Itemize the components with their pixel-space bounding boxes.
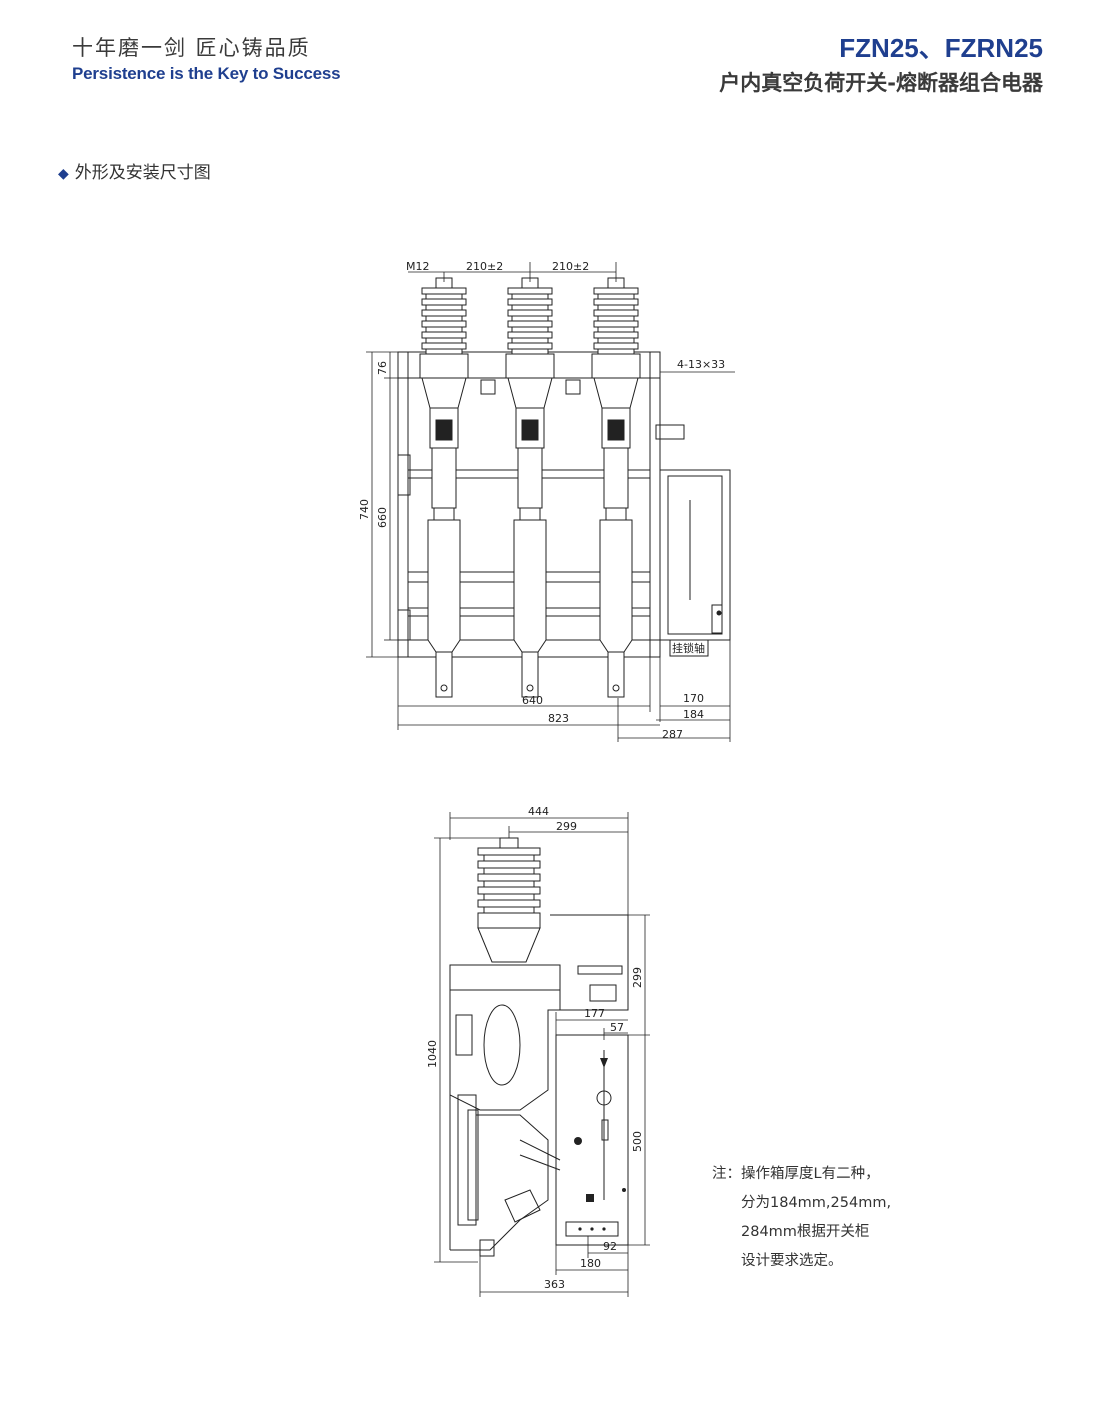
dim-363: 363 <box>544 1278 565 1291</box>
model-number: FZN25、FZRN25 <box>839 33 1043 63</box>
dim-444: 444 <box>528 805 549 818</box>
note-line-1: 注：操作箱厚度L有二种， <box>712 1166 880 1182</box>
dim-299-vertical: 299 <box>631 967 644 988</box>
dim-1040: 1040 <box>426 1040 439 1068</box>
dim-57: 57 <box>610 1021 624 1034</box>
lock-shaft-label: 挂锁轴 <box>672 641 705 655</box>
pole-1 <box>419 277 469 698</box>
section-title: 外形及安装尺寸图 <box>74 163 211 183</box>
dim-180: 180 <box>580 1257 601 1270</box>
slogan-cn: 十年磨一剑 匠心铸品质 <box>72 36 311 60</box>
dim-500: 500 <box>631 1131 644 1152</box>
dim-pitch-1: 210±2 <box>466 260 503 273</box>
product-name: 户内真空负荷开关-熔断器组合电器 <box>719 71 1043 95</box>
side-dimension-labels: 444 299 299 1040 177 57 500 92 180 363 <box>426 805 644 1291</box>
dim-m12: M12 <box>406 260 430 273</box>
section-heading: ◆ 外形及安装尺寸图 <box>58 158 211 183</box>
side-view-drawing <box>449 837 629 1257</box>
header-product: FZN25、FZRN25 户内真空负荷开关-熔断器组合电器 <box>719 28 1043 97</box>
front-dimension-lines <box>366 262 735 742</box>
slogan-en: Persistence is the Key to Success <box>72 64 341 83</box>
note-line-3: 284mm根据开关柜 <box>741 1224 870 1240</box>
note-line-2: 分为184mm,254mm, <box>741 1195 892 1211</box>
dim-660: 660 <box>376 507 389 528</box>
pole-2 <box>505 277 555 698</box>
side-operating-box <box>555 1034 629 1246</box>
dim-640: 640 <box>522 694 543 707</box>
side-filled-details <box>574 1058 626 1231</box>
header-slogan: 十年磨一剑 匠心铸品质 Persistence is the Key to Su… <box>72 32 341 84</box>
dim-170: 170 <box>683 692 704 705</box>
front-poles <box>419 277 641 698</box>
side-housing <box>449 964 561 1111</box>
side-dimension-lines <box>434 812 650 1297</box>
dim-740: 740 <box>358 499 371 520</box>
dim-92: 92 <box>603 1240 617 1253</box>
dim-184: 184 <box>683 708 704 721</box>
dim-299-horizontal: 299 <box>556 820 577 833</box>
dim-287: 287 <box>662 728 683 741</box>
side-top-cover <box>550 914 629 1011</box>
note-line-4: 设计要求选定。 <box>741 1253 843 1269</box>
dim-823: 823 <box>548 712 569 725</box>
dim-pitch-2: 210±2 <box>552 260 589 273</box>
dim-holes: 4-13×33 <box>677 358 725 371</box>
note-text: 注：操作箱厚度L有二种， 分为184mm,254mm, 284mm根据开关柜 设… <box>712 1160 891 1276</box>
side-insulator <box>477 837 541 963</box>
pole-3 <box>591 277 641 698</box>
front-dimension-labels: M12 210±2 210±2 4-13×33 76 740 660 640 8… <box>358 260 725 741</box>
diamond-icon: ◆ <box>58 166 69 182</box>
dim-177: 177 <box>584 1007 605 1020</box>
dim-76: 76 <box>376 361 389 375</box>
